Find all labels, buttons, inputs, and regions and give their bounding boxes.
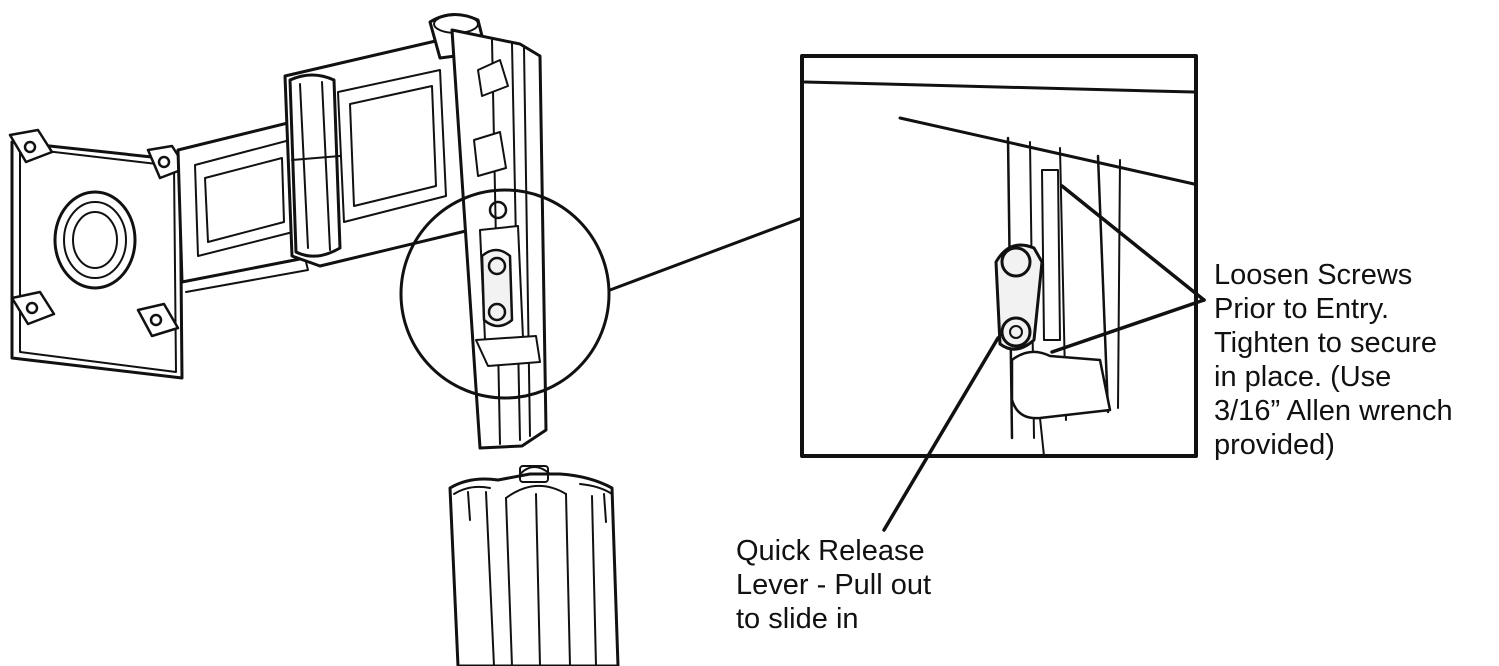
callout-loosen-line-2: Prior to Entry. xyxy=(1214,293,1390,325)
callout-lever-line-3: to slide in xyxy=(736,603,859,635)
zoom-detail-box xyxy=(800,54,1198,458)
callout-loosen-line-4: in place. (Use xyxy=(1214,361,1392,393)
elbow-pivot xyxy=(288,73,342,258)
callout-leader-lines xyxy=(882,184,1206,532)
callout-loosen-line-6: provided) xyxy=(1214,429,1335,461)
zoom-leader-line xyxy=(608,216,804,292)
detail-circle xyxy=(399,188,611,400)
callout-lever-line-2: Lever - Pull out xyxy=(736,569,932,601)
callout-loosen-line-1: Loosen Screws xyxy=(1214,259,1413,291)
callout-loosen-line-5: 3/16” Allen wrench xyxy=(1214,395,1453,427)
pole-section xyxy=(448,465,620,666)
callout-loosen-line-3: Tighten to secure xyxy=(1214,327,1437,359)
vesa-mount-plate xyxy=(8,128,188,380)
callout-lever-line-1: Quick Release xyxy=(736,535,925,567)
vesa-center-hub xyxy=(53,190,137,290)
